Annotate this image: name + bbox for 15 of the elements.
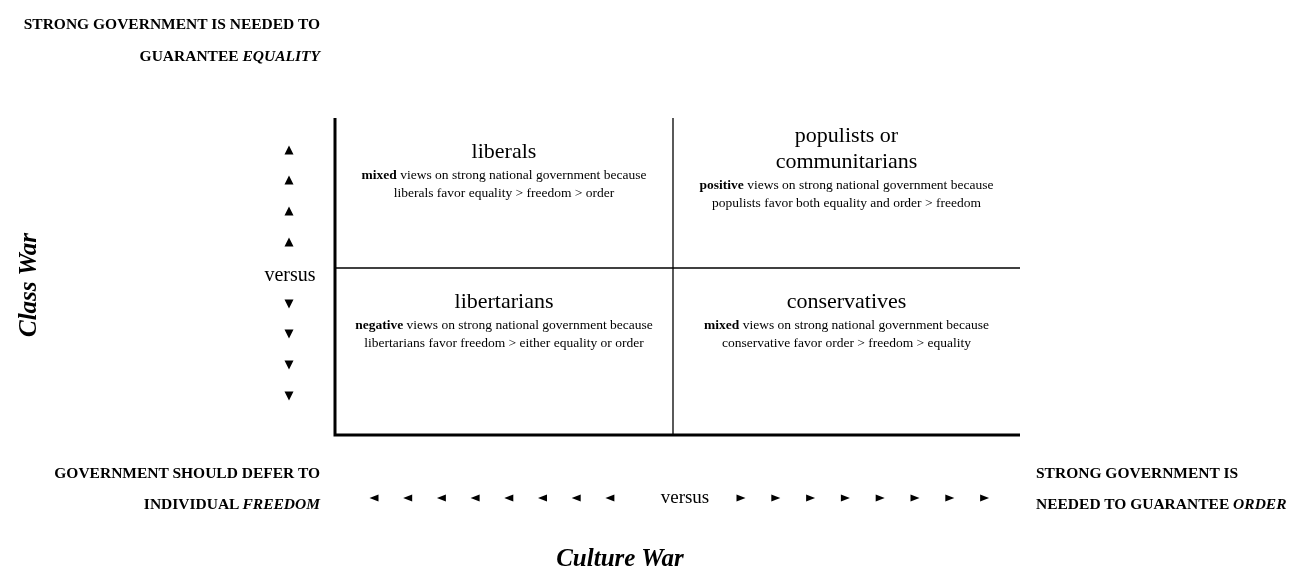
quadrant-description: negative views on strong national government because libertarians favor freedom > either equality or order [354,316,654,352]
quadrant-title: liberals [470,138,538,164]
quadrant-title: populists or communitarians [774,122,919,174]
axis-end-label: GOVERNMENT SHOULD DEFER TO INDIVIDUAL FREEDOM [53,463,320,514]
axis-end-label: STRONG GOVERNMENT IS NEEDED TO GUARANTEE EQUALITY [22,14,320,66]
axis-title: Culture War [555,543,685,573]
quadrant-description: mixed views on strong national government because conservative favor order > freedom > equality [703,316,990,352]
axis-label: versus [659,486,711,509]
quadrant-title: conservatives [785,288,908,314]
quadrant-description: mixed views on strong national government because liberals favor equality > freedom > order [360,166,648,202]
axis-title: Class War [13,231,42,339]
quadrant-description: positive views on strong national government because populists favor both equality and order > freedom [698,176,995,212]
quadrant-title: libertarians [453,288,555,314]
axis-end-label: STRONG GOVERNMENT IS NEEDED TO GUARANTEE ORDER [1036,463,1288,514]
axis-label: versus [263,262,317,286]
